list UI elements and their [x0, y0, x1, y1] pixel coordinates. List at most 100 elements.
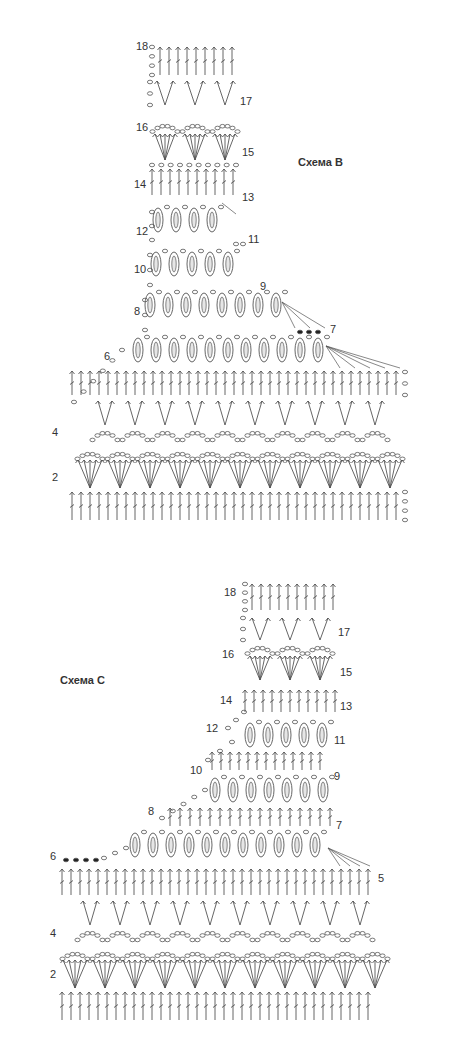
row-number: 12: [206, 722, 218, 734]
dc-stitch-top: [367, 371, 372, 374]
dc-stitch-bar: [133, 382, 137, 385]
chain-stitch: [150, 130, 155, 134]
chain-stitch: [142, 298, 147, 302]
dc-stitch-top: [348, 992, 353, 995]
puff-stitch-core: [241, 837, 245, 853]
chain-stitch: [155, 454, 160, 458]
dc-stitch-top: [358, 492, 363, 495]
chain-stitch: [147, 103, 152, 107]
fan-stitch-top: [124, 460, 129, 463]
chain-stitch: [115, 438, 120, 442]
chain-stitch: [155, 434, 160, 438]
dc-stitch-bar: [248, 816, 252, 819]
dc-stitch-top: [285, 869, 290, 872]
chain-stitch: [85, 452, 90, 456]
dc-stitch-bar: [123, 1005, 127, 1008]
dc-stitch-bar: [304, 596, 308, 599]
dc-stitch-top: [167, 47, 172, 50]
dc-stitch-top: [340, 492, 345, 495]
decrease-line: [282, 302, 310, 328]
dc-stitch-top: [78, 869, 83, 872]
puff-stitch-core: [172, 256, 176, 272]
chain-stitch: [275, 934, 280, 938]
dc-stitch-top: [309, 752, 314, 755]
dc-stitch-top: [186, 169, 191, 172]
fan-stitch: [300, 460, 306, 488]
chain-stitch: [149, 45, 154, 49]
v-stitch-top: [320, 401, 325, 404]
dc-stitch-bar: [70, 505, 74, 508]
dc-stitch-bar: [169, 382, 173, 385]
chain-stitch: [325, 452, 330, 456]
chain-stitch: [260, 454, 265, 458]
fan-stitch-top: [238, 460, 243, 463]
puff-stitch-core: [321, 782, 325, 798]
dc-stitch-top: [366, 869, 371, 872]
fan-stitch-top: [203, 134, 208, 137]
dc-stitch-bar: [304, 505, 308, 508]
chain-stitch: [380, 454, 385, 458]
dc-stitch-top: [87, 992, 92, 995]
dc-stitch-top: [348, 869, 353, 872]
chain-stitch: [195, 431, 200, 435]
dc-stitch-bar: [331, 505, 335, 508]
chain-stitch: [233, 163, 238, 167]
fan-stitch-top: [168, 134, 173, 137]
dc-stitch-top: [312, 869, 317, 872]
dc-stitch-top: [97, 492, 102, 495]
v-stitch: [120, 901, 127, 925]
puff-stitch: [281, 723, 291, 747]
chain-stitch: [125, 454, 130, 458]
fan-stitch-top: [298, 460, 303, 463]
chain-stitch: [402, 500, 407, 504]
dc-stitch-top: [240, 992, 245, 995]
dc-stitch-bar: [291, 760, 295, 763]
fan-stitch: [168, 460, 180, 488]
chain-stitch: [105, 938, 110, 942]
v-stitch-top: [155, 81, 160, 84]
v-stitch: [83, 901, 90, 925]
fan-stitch: [279, 960, 285, 988]
fan-stitch: [219, 960, 225, 988]
fan-stitch-top: [292, 460, 297, 463]
chain-stitch: [160, 124, 165, 128]
dc-stitch-top: [205, 371, 210, 374]
dc-stitch-bar: [178, 816, 182, 819]
chain-stitch: [320, 454, 325, 458]
puff-stitch-core: [187, 837, 191, 853]
fan-stitch: [174, 460, 180, 488]
dc-stitch-top: [70, 371, 75, 374]
fan-stitch: [360, 460, 361, 488]
dc-stitch-top: [333, 690, 338, 693]
fan-stitch: [320, 656, 330, 680]
chain-stitch: [402, 393, 407, 397]
dc-stitch-bar: [214, 382, 218, 385]
dc-stitch-bar: [198, 816, 202, 819]
dc-stitch-bar: [331, 596, 335, 599]
fan-stitch-top: [318, 656, 323, 659]
dc-stitch-top: [177, 992, 182, 995]
dc-stitch-bar: [196, 505, 200, 508]
dc-stitch-bar: [168, 1005, 172, 1008]
chain-stitch: [320, 954, 325, 958]
v-stitch-top: [125, 901, 130, 904]
v-stitch: [252, 618, 260, 640]
fan-stitch: [165, 134, 175, 160]
fan-stitch-top: [228, 134, 233, 137]
puff-stitch: [205, 338, 215, 362]
chain-stitch: [280, 457, 285, 461]
chain-stitch: [202, 788, 207, 792]
dc-stitch-top: [315, 690, 320, 693]
dc-stitch-bar: [106, 505, 110, 508]
fan-stitch: [93, 960, 105, 988]
chain-stitch: [205, 452, 210, 456]
puff-stitch-core: [302, 727, 306, 743]
puff-stitch: [189, 208, 199, 232]
chain-stitch: [174, 290, 179, 294]
fan-stitch-top: [233, 134, 238, 137]
dc-stitch-bar: [115, 382, 119, 385]
chain-stitch: [255, 938, 260, 942]
puff-stitch: [238, 833, 248, 857]
chain-stitch: [135, 938, 140, 942]
chain-stitch: [205, 130, 210, 134]
